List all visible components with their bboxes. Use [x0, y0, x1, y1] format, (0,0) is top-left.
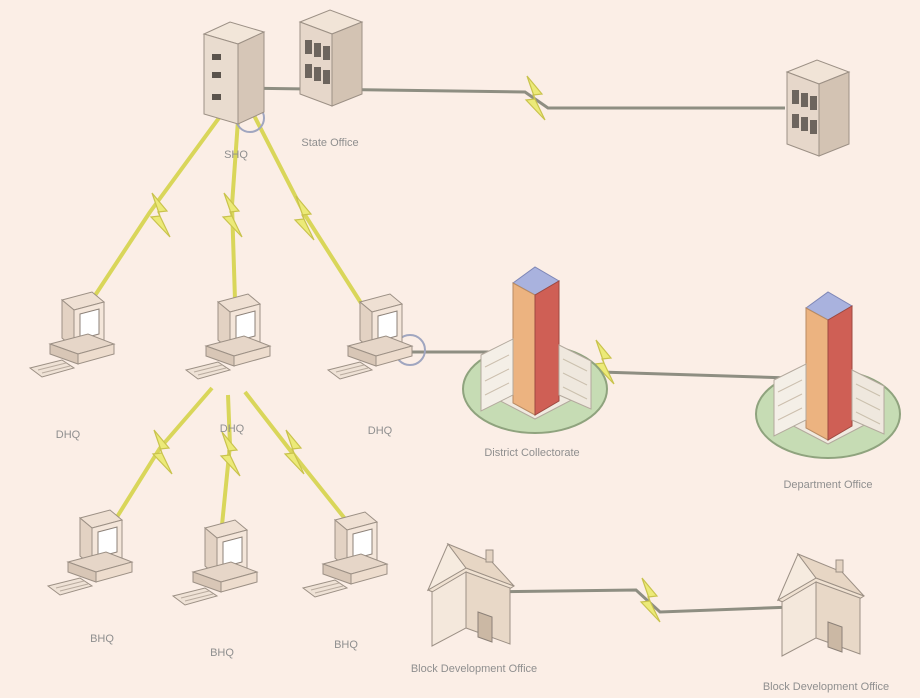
office-building-icon	[755, 291, 901, 459]
desktop-computer-icon	[327, 293, 413, 380]
house-icon	[777, 553, 865, 657]
desktop-computer-icon	[29, 291, 115, 378]
lightning-bolt-icon	[294, 195, 315, 241]
desktop-computer-icon	[185, 293, 271, 380]
office-building-icon	[462, 266, 608, 434]
label-state-office: State Office	[301, 137, 358, 149]
server-rack-icon	[786, 59, 850, 157]
label-department-office: Department Office	[783, 479, 872, 491]
desktop-computer-icon	[172, 519, 258, 606]
label-bhq-1: BHQ	[90, 633, 114, 645]
label-dhq-right: DHQ	[368, 425, 393, 437]
label-block-office-2: Block Development Office	[763, 681, 889, 693]
house-icon	[427, 543, 515, 647]
lightning-bolt-icon	[284, 429, 305, 475]
server-rack-icon	[299, 9, 363, 107]
link-shq-state-office	[239, 86, 785, 110]
desktop-computer-icon	[302, 511, 388, 598]
label-shq: SHQ	[224, 149, 248, 161]
lightning-bolt-icon	[640, 577, 661, 623]
label-block-office-1: Block Development Office	[411, 663, 537, 675]
desktop-computer-icon	[47, 509, 133, 596]
label-dhq-left: DHQ	[56, 429, 81, 441]
label-bhq-2: BHQ	[210, 647, 234, 659]
label-bhq-3: BHQ	[334, 639, 358, 651]
server-tower-icon	[203, 21, 265, 125]
label-district-collectorate: District Collectorate	[484, 447, 579, 459]
label-dhq-center: DHQ	[220, 423, 245, 435]
